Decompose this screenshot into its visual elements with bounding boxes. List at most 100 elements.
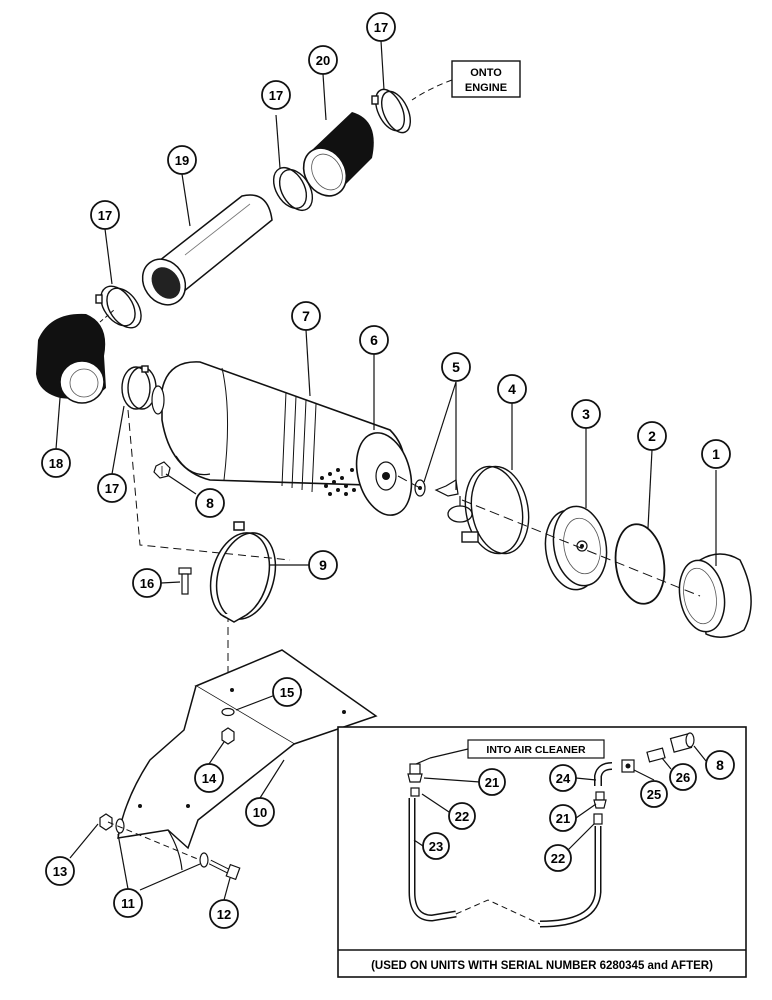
clamp-17-left bbox=[95, 285, 142, 329]
svg-text:22: 22 bbox=[455, 809, 469, 824]
callout-11: 11 bbox=[113, 888, 143, 918]
svg-text:16: 16 bbox=[140, 576, 154, 591]
svg-text:ONTO: ONTO bbox=[470, 67, 502, 79]
callout-5: 5 bbox=[441, 352, 471, 382]
svg-text:13: 13 bbox=[53, 864, 67, 879]
callout-22-right: 22 bbox=[544, 844, 572, 872]
callout-8-inset: 8 bbox=[705, 750, 735, 780]
callout-4: 4 bbox=[497, 374, 527, 404]
svg-text:17: 17 bbox=[105, 481, 119, 496]
callout-17-inlet: 17 bbox=[97, 473, 127, 503]
svg-text:19: 19 bbox=[175, 153, 189, 168]
nut-14 bbox=[221, 727, 235, 745]
o-ring-2 bbox=[614, 523, 666, 605]
callout-17-upper: 17 bbox=[261, 80, 291, 110]
mount-axis bbox=[127, 409, 291, 680]
callout-15: 15 bbox=[272, 677, 302, 707]
mounting-band-9 bbox=[209, 521, 277, 623]
fitting-21-right bbox=[593, 791, 607, 809]
leader-lines bbox=[55, 40, 717, 901]
callout-18: 18 bbox=[41, 448, 71, 478]
svg-text:18: 18 bbox=[49, 456, 63, 471]
callout-21-left: 21 bbox=[478, 768, 506, 796]
end-cap-1 bbox=[678, 553, 752, 638]
svg-text:8: 8 bbox=[206, 495, 214, 511]
fitting-21-left bbox=[407, 763, 423, 783]
svg-text:6: 6 bbox=[370, 332, 378, 348]
svg-text:17: 17 bbox=[374, 20, 388, 35]
svg-text:7: 7 bbox=[302, 308, 310, 324]
callout-2: 2 bbox=[637, 421, 667, 451]
svg-text:2: 2 bbox=[648, 428, 656, 444]
fitting-25 bbox=[621, 759, 635, 773]
cover-3 bbox=[544, 505, 608, 591]
callout-26: 26 bbox=[669, 763, 697, 791]
rubber-elbow-20 bbox=[302, 112, 374, 197]
onto-engine-label: ONTO ENGINE bbox=[451, 60, 521, 98]
callouts: 1 2 3 4 5 6 7 8 8 9 10 11 12 13 14 15 16… bbox=[41, 12, 735, 929]
clamp-17-top bbox=[371, 88, 412, 134]
svg-text:15: 15 bbox=[280, 685, 294, 700]
svg-text:ENGINE: ENGINE bbox=[465, 82, 507, 94]
callout-12: 12 bbox=[209, 899, 239, 929]
callout-16: 16 bbox=[132, 568, 162, 598]
callout-23: 23 bbox=[422, 832, 450, 860]
svg-text:8: 8 bbox=[716, 757, 724, 773]
callout-8: 8 bbox=[195, 488, 225, 518]
svg-text:5: 5 bbox=[452, 359, 460, 375]
engine-connection-line bbox=[411, 79, 453, 101]
washer-11b bbox=[199, 852, 209, 868]
callout-25: 25 bbox=[640, 780, 668, 808]
fitting-22-left bbox=[410, 787, 420, 797]
callout-13: 13 bbox=[45, 856, 75, 886]
washer-11a bbox=[115, 818, 125, 834]
fitting-22-right bbox=[593, 813, 603, 825]
callout-3: 3 bbox=[571, 399, 601, 429]
nut-13 bbox=[99, 813, 113, 831]
serial-footnote: (USED ON UNITS WITH SERIAL NUMBER 628034… bbox=[371, 960, 713, 972]
svg-text:25: 25 bbox=[647, 787, 661, 802]
svg-text:1: 1 bbox=[712, 446, 720, 462]
callout-22-left: 22 bbox=[448, 802, 476, 830]
callout-20: 20 bbox=[308, 45, 338, 75]
svg-text:24: 24 bbox=[556, 771, 571, 786]
into-air-cleaner-label: INTO AIR CLEANER bbox=[415, 739, 605, 765]
perforation-dots bbox=[320, 468, 356, 496]
svg-text:9: 9 bbox=[319, 557, 327, 573]
svg-text:23: 23 bbox=[429, 839, 443, 854]
svg-text:21: 21 bbox=[556, 811, 570, 826]
rubber-elbow-18 bbox=[36, 313, 106, 404]
callout-10: 10 bbox=[245, 797, 275, 827]
callout-14: 14 bbox=[194, 763, 224, 793]
washer-15 bbox=[221, 707, 235, 717]
callout-21-right: 21 bbox=[549, 804, 577, 832]
nut-8-inset bbox=[669, 732, 695, 753]
callout-9: 9 bbox=[308, 550, 338, 580]
hose-centerline bbox=[99, 309, 115, 323]
svg-text:20: 20 bbox=[316, 53, 330, 68]
svg-text:17: 17 bbox=[269, 88, 283, 103]
assembly-axis bbox=[397, 475, 701, 597]
svg-text:17: 17 bbox=[98, 208, 112, 223]
svg-text:11: 11 bbox=[121, 896, 135, 911]
callout-6: 6 bbox=[359, 325, 389, 355]
svg-text:22: 22 bbox=[551, 851, 565, 866]
air-cleaner-body bbox=[151, 361, 413, 516]
fitting-26 bbox=[646, 747, 666, 763]
svg-text:14: 14 bbox=[202, 771, 217, 786]
svg-text:4: 4 bbox=[508, 381, 516, 397]
svg-text:12: 12 bbox=[217, 907, 231, 922]
bolt-16 bbox=[178, 567, 192, 595]
hose-break-line bbox=[455, 899, 541, 925]
callout-19: 19 bbox=[167, 145, 197, 175]
callout-1: 1 bbox=[701, 439, 731, 469]
svg-text:21: 21 bbox=[485, 775, 499, 790]
svg-text:3: 3 bbox=[582, 406, 590, 422]
elbow-24 bbox=[594, 762, 613, 786]
clamp-17-inlet bbox=[121, 365, 157, 410]
callout-17-left: 17 bbox=[90, 200, 120, 230]
svg-text:INTO AIR CLEANER: INTO AIR CLEANER bbox=[486, 744, 586, 756]
svg-text:26: 26 bbox=[676, 770, 690, 785]
callout-17-top: 17 bbox=[366, 12, 396, 42]
